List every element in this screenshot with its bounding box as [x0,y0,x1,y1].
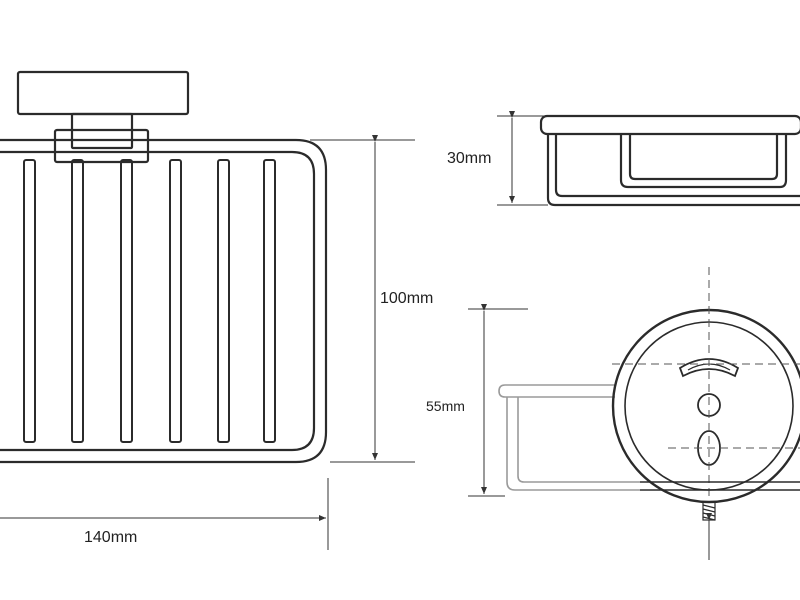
wall-mount-block [16,70,190,116]
rosette-outer [611,308,800,504]
width-dimension [0,478,329,550]
height-dimension-label: 100mm [380,290,433,307]
basket-frame-inner [0,150,316,452]
depth-dimension [497,111,548,206]
side-view-handle-inner [628,134,779,181]
side-view-rim [539,114,800,136]
screw-icon [702,501,716,521]
mount-view [498,267,800,560]
width-dimension-label: 140mm [84,529,137,546]
side-view-inner [554,134,800,198]
basket-wires [23,159,276,443]
height-dimension [310,135,415,463]
basket-frame-outer [0,138,328,464]
depth-dimension-label: 30mm [447,150,491,167]
centerlines [612,267,800,498]
keyhole-slot [678,358,740,378]
mount-bracket-inner [70,112,134,150]
side-view-handle [619,134,788,189]
side-view-body [546,134,800,207]
front-view [0,70,328,464]
wall-offset-dimension-label: 55mm [426,398,465,414]
wall-offset-dimension [468,304,528,497]
mount-bracket-outer [53,128,150,164]
side-view [539,114,800,207]
mount-view-basket-profile [498,384,640,491]
